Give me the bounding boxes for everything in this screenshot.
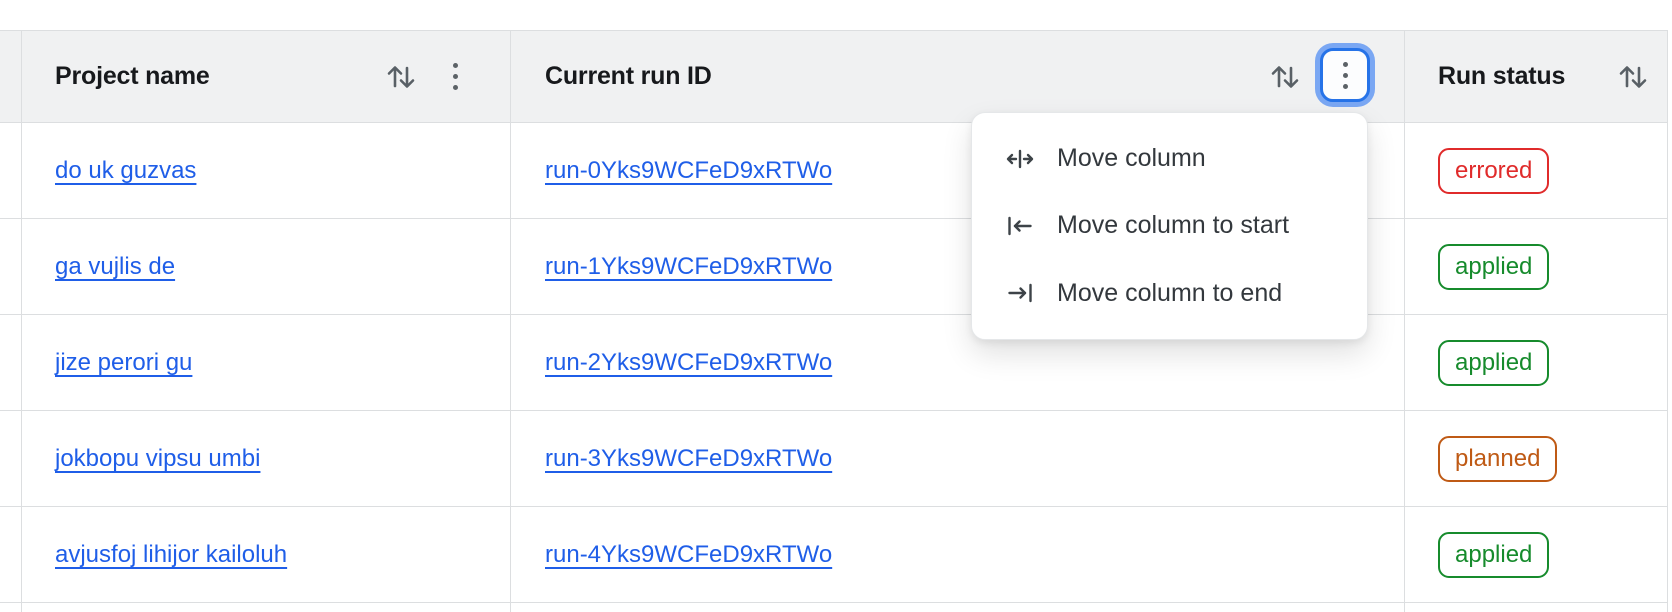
row-gutter-cell bbox=[0, 123, 22, 219]
project-name-cell: avjusfoj lihijor kailoluh bbox=[22, 507, 511, 603]
project-name-cell: jize perori gu bbox=[22, 315, 511, 411]
table-row-partial bbox=[511, 603, 1405, 612]
project-link[interactable]: jize perori gu bbox=[55, 348, 193, 376]
project-name-cell: jokbopu vipsu umbi bbox=[22, 411, 511, 507]
run-status-cell: applied bbox=[1405, 315, 1668, 411]
row-gutter-cell bbox=[0, 219, 22, 315]
header-run-status: Run status bbox=[1405, 30, 1668, 123]
table-row-partial bbox=[0, 603, 22, 612]
table-row-partial bbox=[1405, 603, 1668, 612]
project-link[interactable]: do uk guzvas bbox=[55, 156, 197, 184]
header-gutter-cell bbox=[0, 30, 22, 123]
row-gutter-cell bbox=[0, 315, 22, 411]
column-context-menu: Move column Move column to start Move co… bbox=[971, 112, 1368, 340]
sort-icon[interactable] bbox=[1615, 59, 1651, 95]
menu-item-move-column-to-end[interactable]: Move column to end bbox=[972, 260, 1367, 327]
kebab-menu-icon bbox=[1342, 61, 1348, 89]
column-title-run-status: Run status bbox=[1438, 62, 1566, 90]
project-name-cell: do uk guzvas bbox=[22, 123, 511, 219]
sort-icon[interactable] bbox=[1267, 59, 1303, 95]
column-menu-button[interactable] bbox=[1320, 48, 1370, 102]
project-link[interactable]: avjusfoj lihijor kailoluh bbox=[55, 540, 288, 568]
status-badge: applied bbox=[1438, 339, 1550, 386]
row-gutter-cell bbox=[0, 507, 22, 603]
menu-item-label: Move column to start bbox=[1057, 211, 1290, 240]
status-badge: applied bbox=[1438, 243, 1550, 290]
move-column-to-start-icon bbox=[1008, 216, 1032, 236]
run-status-cell: planned bbox=[1405, 411, 1668, 507]
run-status-cell: errored bbox=[1405, 123, 1668, 219]
project-name-cell: ga vujlis de bbox=[22, 219, 511, 315]
menu-item-move-column[interactable]: Move column bbox=[972, 125, 1367, 192]
run-id-link[interactable]: run-0Yks9WCFeD9xRTWo bbox=[545, 156, 833, 184]
project-link[interactable]: jokbopu vipsu umbi bbox=[55, 444, 261, 472]
data-table: Project name Current run ID Run status bbox=[0, 30, 1668, 612]
current-run-id-cell: run-4Yks9WCFeD9xRTWo bbox=[511, 507, 1405, 603]
table-row-partial bbox=[22, 603, 511, 612]
run-status-cell: applied bbox=[1405, 507, 1668, 603]
run-id-link[interactable]: run-1Yks9WCFeD9xRTWo bbox=[545, 252, 833, 280]
header-current-run-id: Current run ID bbox=[511, 30, 1405, 123]
status-badge: errored bbox=[1438, 147, 1550, 194]
run-id-link[interactable]: run-4Yks9WCFeD9xRTWo bbox=[545, 540, 833, 568]
current-run-id-cell: run-3Yks9WCFeD9xRTWo bbox=[511, 411, 1405, 507]
run-status-cell: applied bbox=[1405, 219, 1668, 315]
move-column-to-end-icon bbox=[1008, 284, 1032, 303]
run-id-link[interactable]: run-3Yks9WCFeD9xRTWo bbox=[545, 444, 833, 472]
column-title-project-name: Project name bbox=[55, 62, 210, 90]
menu-item-label: Move column to end bbox=[1057, 278, 1283, 307]
status-badge: applied bbox=[1438, 531, 1550, 578]
header-project-name: Project name bbox=[22, 30, 511, 123]
menu-item-move-column-to-start[interactable]: Move column to start bbox=[972, 192, 1367, 259]
menu-item-label: Move column bbox=[1057, 144, 1206, 173]
move-column-icon bbox=[1006, 149, 1034, 168]
row-gutter-cell bbox=[0, 411, 22, 507]
column-title-current-run-id: Current run ID bbox=[545, 62, 712, 90]
status-badge: planned bbox=[1438, 435, 1558, 482]
project-link[interactable]: ga vujlis de bbox=[55, 252, 176, 280]
sort-icon[interactable] bbox=[383, 59, 419, 95]
run-id-link[interactable]: run-2Yks9WCFeD9xRTWo bbox=[545, 348, 833, 376]
kebab-menu-icon[interactable] bbox=[449, 59, 462, 94]
